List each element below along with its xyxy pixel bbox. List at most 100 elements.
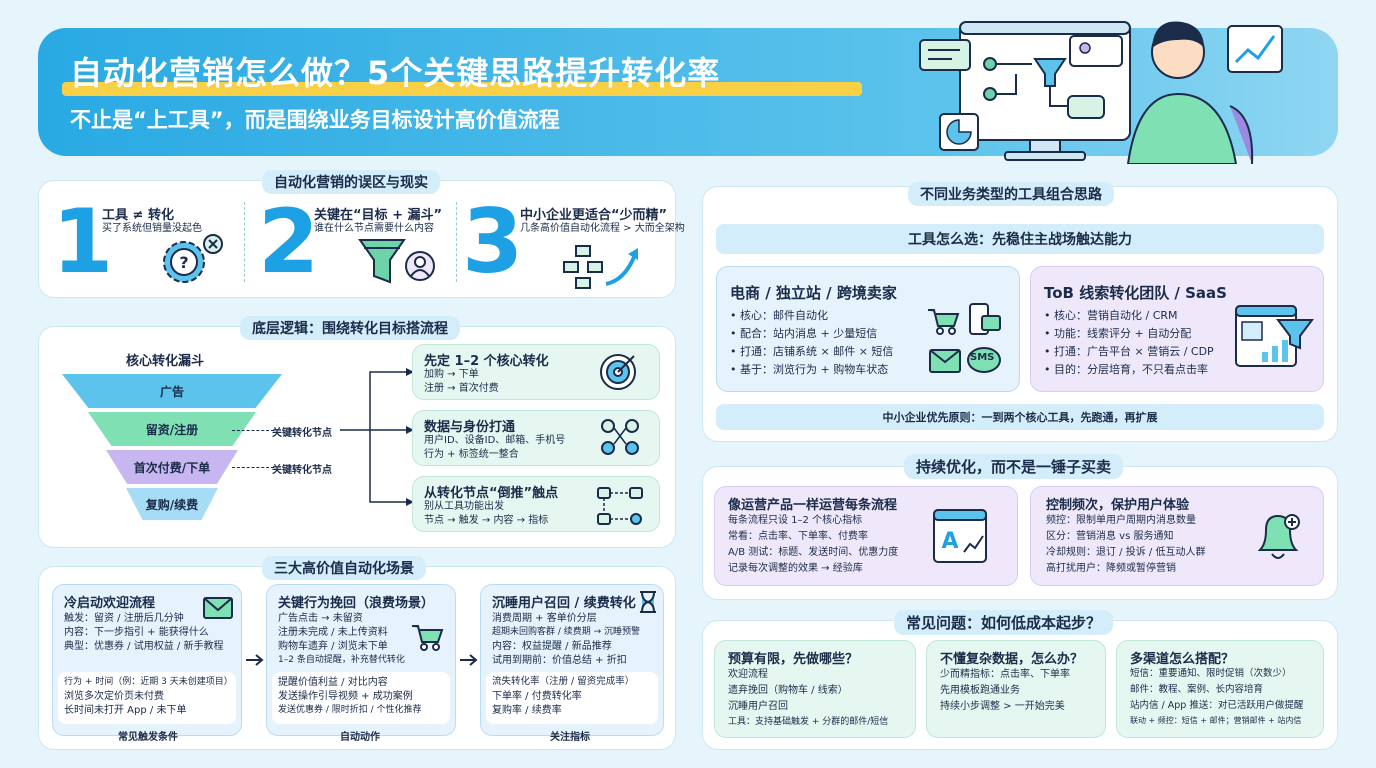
faq-2-line: 先用模板跑通业务: [940, 685, 1020, 696]
logic-box-3-line: 节点 → 触发 → 内容 → 指标: [424, 515, 549, 526]
shopping-cart-icon: [412, 625, 444, 651]
page-title: 自动化营销怎么做？5个关键思路提升转化率: [70, 54, 721, 92]
scenario-2-line: 广告点击 → 未留资: [278, 613, 363, 624]
faq-2-line: 持续小步调整 > 一开始完美: [940, 701, 1065, 712]
faq-3-line: 联动 + 频控：短信 + 邮件；营销邮件 + 站内信: [1130, 716, 1302, 725]
bell-icon: [1257, 514, 1300, 559]
scenario-1-inner: [58, 672, 236, 724]
logic-box-3: [412, 476, 660, 532]
optimize-right-title: 控制频次，保护用户体验: [1046, 498, 1190, 513]
logic-box-2-line: 行为 + 标签统一整合: [424, 449, 519, 460]
logic-box-2-title: 数据与身份打通: [424, 420, 516, 435]
scenario-1-foot: 常见触发条件: [118, 732, 178, 743]
scenario-3-inner-line: 流失转化率（注册 / 留资完成率）: [492, 676, 635, 687]
myth-desc-2: 谁在什么节点需要什么内容: [314, 223, 434, 234]
faq-1-line: 欢迎流程: [728, 669, 768, 680]
node-connector: [232, 467, 274, 468]
logic-box-1-line: 加购 → 下单: [424, 369, 479, 380]
divider: [456, 202, 457, 282]
ecommerce-line: • 基于：浏览行为 + 购物车状态: [730, 363, 889, 376]
scenario-2-inner: [272, 672, 450, 724]
scenario-2-line: 注册未完成 / 未上传资料: [278, 627, 388, 638]
myth-desc-1: 买了系统但销量没起色: [102, 223, 202, 234]
tools-heading: 不同业务类型的工具组合思路: [908, 182, 1114, 206]
arrow-right-icon: [246, 654, 264, 666]
scenario-2-inner-line: 提醒价值利益 / 对比内容: [278, 677, 388, 688]
faq-3-line: 站内信 / App 推送：对已活跃用户做提醒: [1130, 700, 1304, 711]
myths-heading: 自动化营销的误区与现实: [262, 170, 440, 194]
svg-text:?: ?: [179, 253, 188, 272]
logic-box-1: [412, 344, 660, 400]
myth-title-1: 工具 ≠ 转化: [102, 208, 174, 223]
ecommerce-line: • 打通：店铺系统 × 邮件 × 短信: [730, 345, 894, 358]
scenario-2-line: 1–2 条自动提醒，补充替代转化: [278, 655, 405, 665]
faq-3-line: 短信：重要通知、限时促销（次数少）: [1130, 668, 1292, 679]
scenario-2-inner-line: 发送优惠券 / 限时折扣 / 个性化推荐: [278, 705, 422, 715]
logic-box-3-title: 从转化节点“倒推”触点: [424, 486, 559, 501]
gear-question-icon: ?: [163, 234, 223, 283]
workflow-icon: [597, 487, 643, 525]
funnel-stage-1: 广告: [62, 374, 282, 408]
optimize-left-line: 每条流程只设 1–2 个核心指标: [728, 515, 863, 526]
myth-number-1: 1: [52, 190, 114, 293]
optimize-left-line: A/B 测试：标题、发送时间、优惠力度: [728, 547, 899, 558]
scenario-2-line: 购物车遗弃 / 浏览未下单: [278, 641, 388, 652]
optimize-heading: 持续优化，而不是一锤子买卖: [904, 454, 1124, 479]
scenario-1-inner-line: 行为 + 时间（例：近期 3 天未创建项目）: [64, 677, 233, 687]
optimize-left-title: 像运营产品一样运营每条流程: [728, 498, 898, 513]
faq-2-line: 少而精指标：点击率、下单率: [940, 669, 1070, 680]
logic-box-1-line: 注册 → 首次付费: [424, 383, 499, 394]
ecommerce-line: • 核心：邮件自动化: [730, 309, 828, 322]
node-label-2: 关键转化节点: [272, 465, 332, 476]
scenario-3-line: 内容：权益提醒 / 新品推荐: [492, 641, 612, 652]
myth-desc-3: 几条高价值自动化流程 > 大而全架构: [520, 223, 685, 234]
tob-line: • 打通：广告平台 × 营销云 / CDP: [1044, 345, 1214, 358]
scenario-1-title: 冷启动欢迎流程: [64, 596, 156, 611]
funnel-stage-2: 留资/注册: [88, 412, 256, 446]
logic-box-2-line: 用户ID、设备ID、邮箱、手机号: [424, 435, 566, 446]
scenario-3-line: 消费周期 + 客单价分层: [492, 613, 597, 624]
optimize-right-line: 区分：营销消息 vs 服务通知: [1046, 531, 1174, 542]
myth-title-2: 关键在“目标 + 漏斗”: [314, 208, 443, 223]
scenario-3-inner-line: 复购率 / 续费率: [492, 705, 562, 716]
tools-subheading: 工具怎么选：先稳住主战场触达能力: [716, 224, 1324, 254]
ecommerce-channels-icon: [928, 303, 1001, 373]
scenario-3-line: 试用到期前：价值总结 + 折扣: [492, 655, 627, 666]
scenario-3-foot: 关注指标: [550, 732, 590, 743]
optimize-right-line: 冷却规则：退订 / 投诉 / 低互动人群: [1046, 547, 1206, 558]
faq-3-line: 邮件：教程、案例、长内容培育: [1130, 684, 1264, 695]
optimize-left-line: 常看：点击率、下单率、付费率: [728, 531, 868, 542]
faq-box-2: [926, 640, 1106, 738]
sms-label: SMS: [970, 352, 995, 363]
faq-box-3: [1116, 640, 1324, 738]
optimize-left-line: 记录每次调整的效果 → 经验库: [728, 563, 863, 574]
node-connector: [232, 430, 274, 431]
page-subtitle: 不止是“上工具”，而是围绕业务目标设计高价值流程: [70, 108, 560, 132]
identity-link-icon: [601, 419, 639, 455]
myth-number-3: 3: [462, 190, 524, 293]
funnel-title: 核心转化漏斗: [126, 354, 205, 369]
funnel-stage-4: 复购/续费: [126, 488, 218, 520]
faq-3-title: 多渠道怎么搭配？: [1130, 652, 1235, 667]
scenario-1-inner-line: 长时间未打开 App / 未下单: [64, 705, 187, 716]
scenario-3-title: 沉睡用户召回 / 续费转化: [492, 596, 636, 611]
scenario-1-line: 典型：优惠券 / 试用权益 / 新手教程: [64, 641, 224, 652]
myth-number-2: 2: [258, 190, 320, 293]
ecommerce-line: • 配合：站内消息 + 少量短信: [730, 327, 878, 340]
marketer-illustration: [919, 21, 1283, 164]
scenario-3-inner-line: 下单率 / 付费转化率: [492, 691, 582, 702]
faq-1-line: 遗弃挽回（购物车 / 线索）: [728, 685, 848, 696]
scenario-3-line: 超期未回购客群 / 续费期 → 沉睡预警: [492, 627, 641, 637]
faq-1-title: 预算有限，先做哪些？: [728, 652, 859, 667]
flowchart-arrow-icon: [563, 245, 638, 289]
logic-box-3-line: 别从工具功能出发: [424, 501, 504, 512]
faq-1-line: 沉睡用户召回: [728, 701, 788, 712]
faq-box-1: [714, 640, 916, 738]
mail-icon: [203, 597, 233, 619]
myth-title-3: 中小企业更适合“少而精”: [520, 208, 668, 223]
scenario-1-inner-line: 浏览多次定价页未付费: [64, 691, 164, 702]
scenario-3-inner: [486, 672, 658, 724]
funnel-user-icon: [358, 239, 435, 284]
tob-title: ToB 线索转化团队 / SaaS: [1044, 284, 1227, 302]
faq-1-line: 工具：支持基础触发 + 分群的邮件/短信: [728, 717, 889, 727]
